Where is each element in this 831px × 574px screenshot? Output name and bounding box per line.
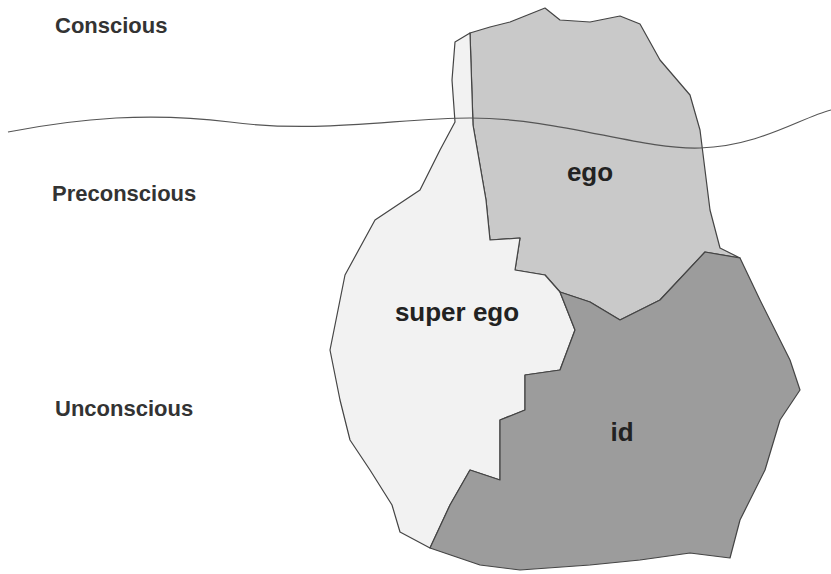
region-label: ego xyxy=(567,158,613,187)
level-label: Unconscious xyxy=(55,397,193,421)
region-label: super ego xyxy=(395,298,519,327)
waterline xyxy=(8,110,831,148)
level-label: Conscious xyxy=(55,14,167,38)
id-region-outline xyxy=(430,252,800,570)
region-label: id xyxy=(610,418,633,447)
level-label: Preconscious xyxy=(52,182,196,206)
